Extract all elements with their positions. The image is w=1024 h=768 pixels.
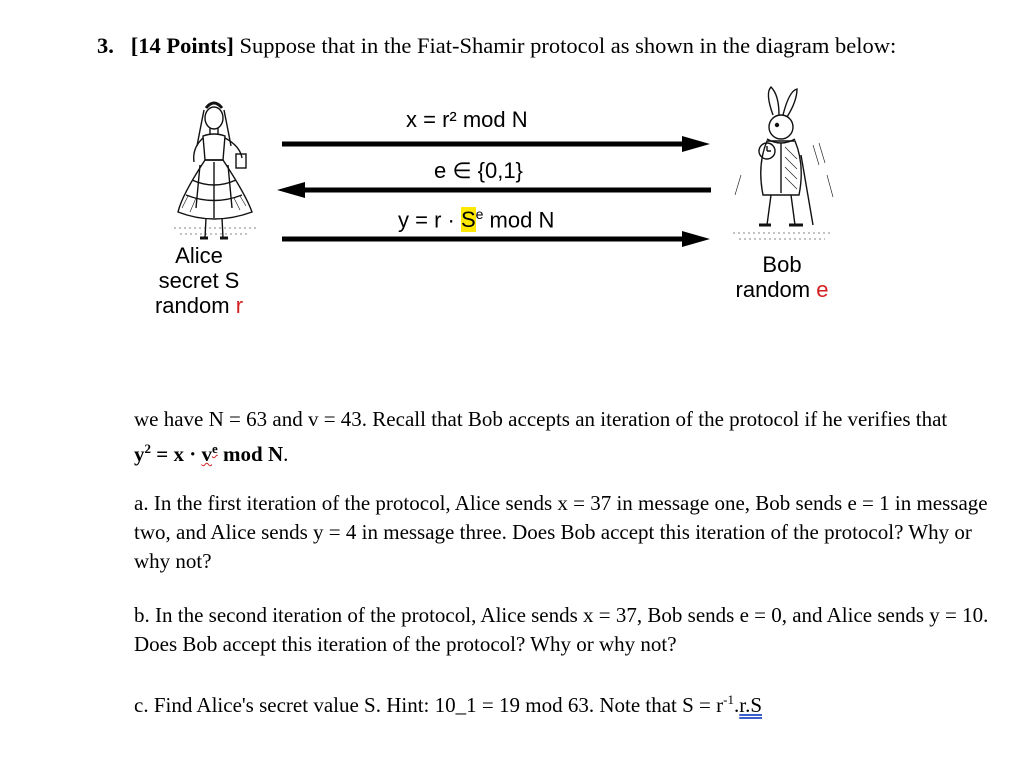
eq-y: y: [134, 442, 145, 466]
part-b-paragraph: b. In the second iteration of the protoc…: [134, 603, 989, 656]
bob-random-label: random: [735, 277, 817, 302]
alice-secret: secret S: [158, 268, 240, 293]
part-c-exponent: -1: [723, 692, 734, 707]
message-one-label: x = r² mod N: [406, 107, 528, 132]
bob-caption: Bob random e: [722, 252, 842, 302]
question-points: [14 Points]: [130, 33, 234, 58]
part-c-text: c. Find Alice's secret value S. Hint: 10…: [134, 693, 724, 717]
alice-drawing-icon: [174, 101, 256, 240]
bob-name: Bob: [762, 252, 802, 277]
rabbit-drawing-icon: [733, 86, 834, 240]
part-c-tail: r.S: [739, 693, 763, 717]
question-number: 3.: [97, 33, 114, 58]
bob-random-var: e: [816, 277, 829, 302]
bob-illustration: [727, 85, 837, 250]
part-c-paragraph: c. Find Alice's secret value S. Hint: 10…: [134, 685, 1004, 720]
alice-random-label: random: [154, 293, 236, 318]
alice-name: Alice: [175, 243, 223, 268]
eq-end: mod N: [217, 442, 284, 466]
eq-e: e: [211, 441, 218, 456]
part-c-dot: .: [734, 693, 740, 717]
arrow-right-icon: [282, 136, 710, 152]
msg3-prefix: y = r ·: [398, 207, 461, 233]
message-two-label: e ∈ {0,1}: [434, 158, 523, 183]
question-intro: Suppose that in the Fiat-Shamir protocol…: [239, 33, 897, 58]
secret-s-highlight: S: [460, 207, 476, 233]
alice-random-var: r: [235, 293, 244, 318]
eq-middle: = x ·: [151, 442, 202, 466]
eq-period: .: [283, 442, 289, 466]
given-values-paragraph: we have N = 63 and v = 43. Recall that B…: [134, 405, 954, 469]
alice-random: random r: [144, 293, 254, 318]
msg3-exponent: e: [475, 206, 484, 222]
alice-illustration: [170, 100, 260, 250]
bob-random: random e: [722, 277, 842, 302]
msg3-suffix: mod N: [483, 207, 555, 233]
verify-equation: y2 = x · ve mod N: [134, 441, 284, 466]
arrow-right-icon: [282, 231, 710, 247]
eq-v: v: [201, 442, 212, 466]
part-a-paragraph: a. In the first iteration of the protoco…: [134, 491, 988, 573]
arrow-left-icon: [277, 182, 711, 198]
given-values-text: we have N = 63 and v = 43. Recall that B…: [134, 407, 948, 431]
question-heading: 3. [14 Points] Suppose that in the Fiat-…: [97, 33, 896, 59]
alice-caption: Alice secret S random r: [144, 243, 254, 318]
message-three-label: y = r · Se mod N: [398, 206, 554, 233]
